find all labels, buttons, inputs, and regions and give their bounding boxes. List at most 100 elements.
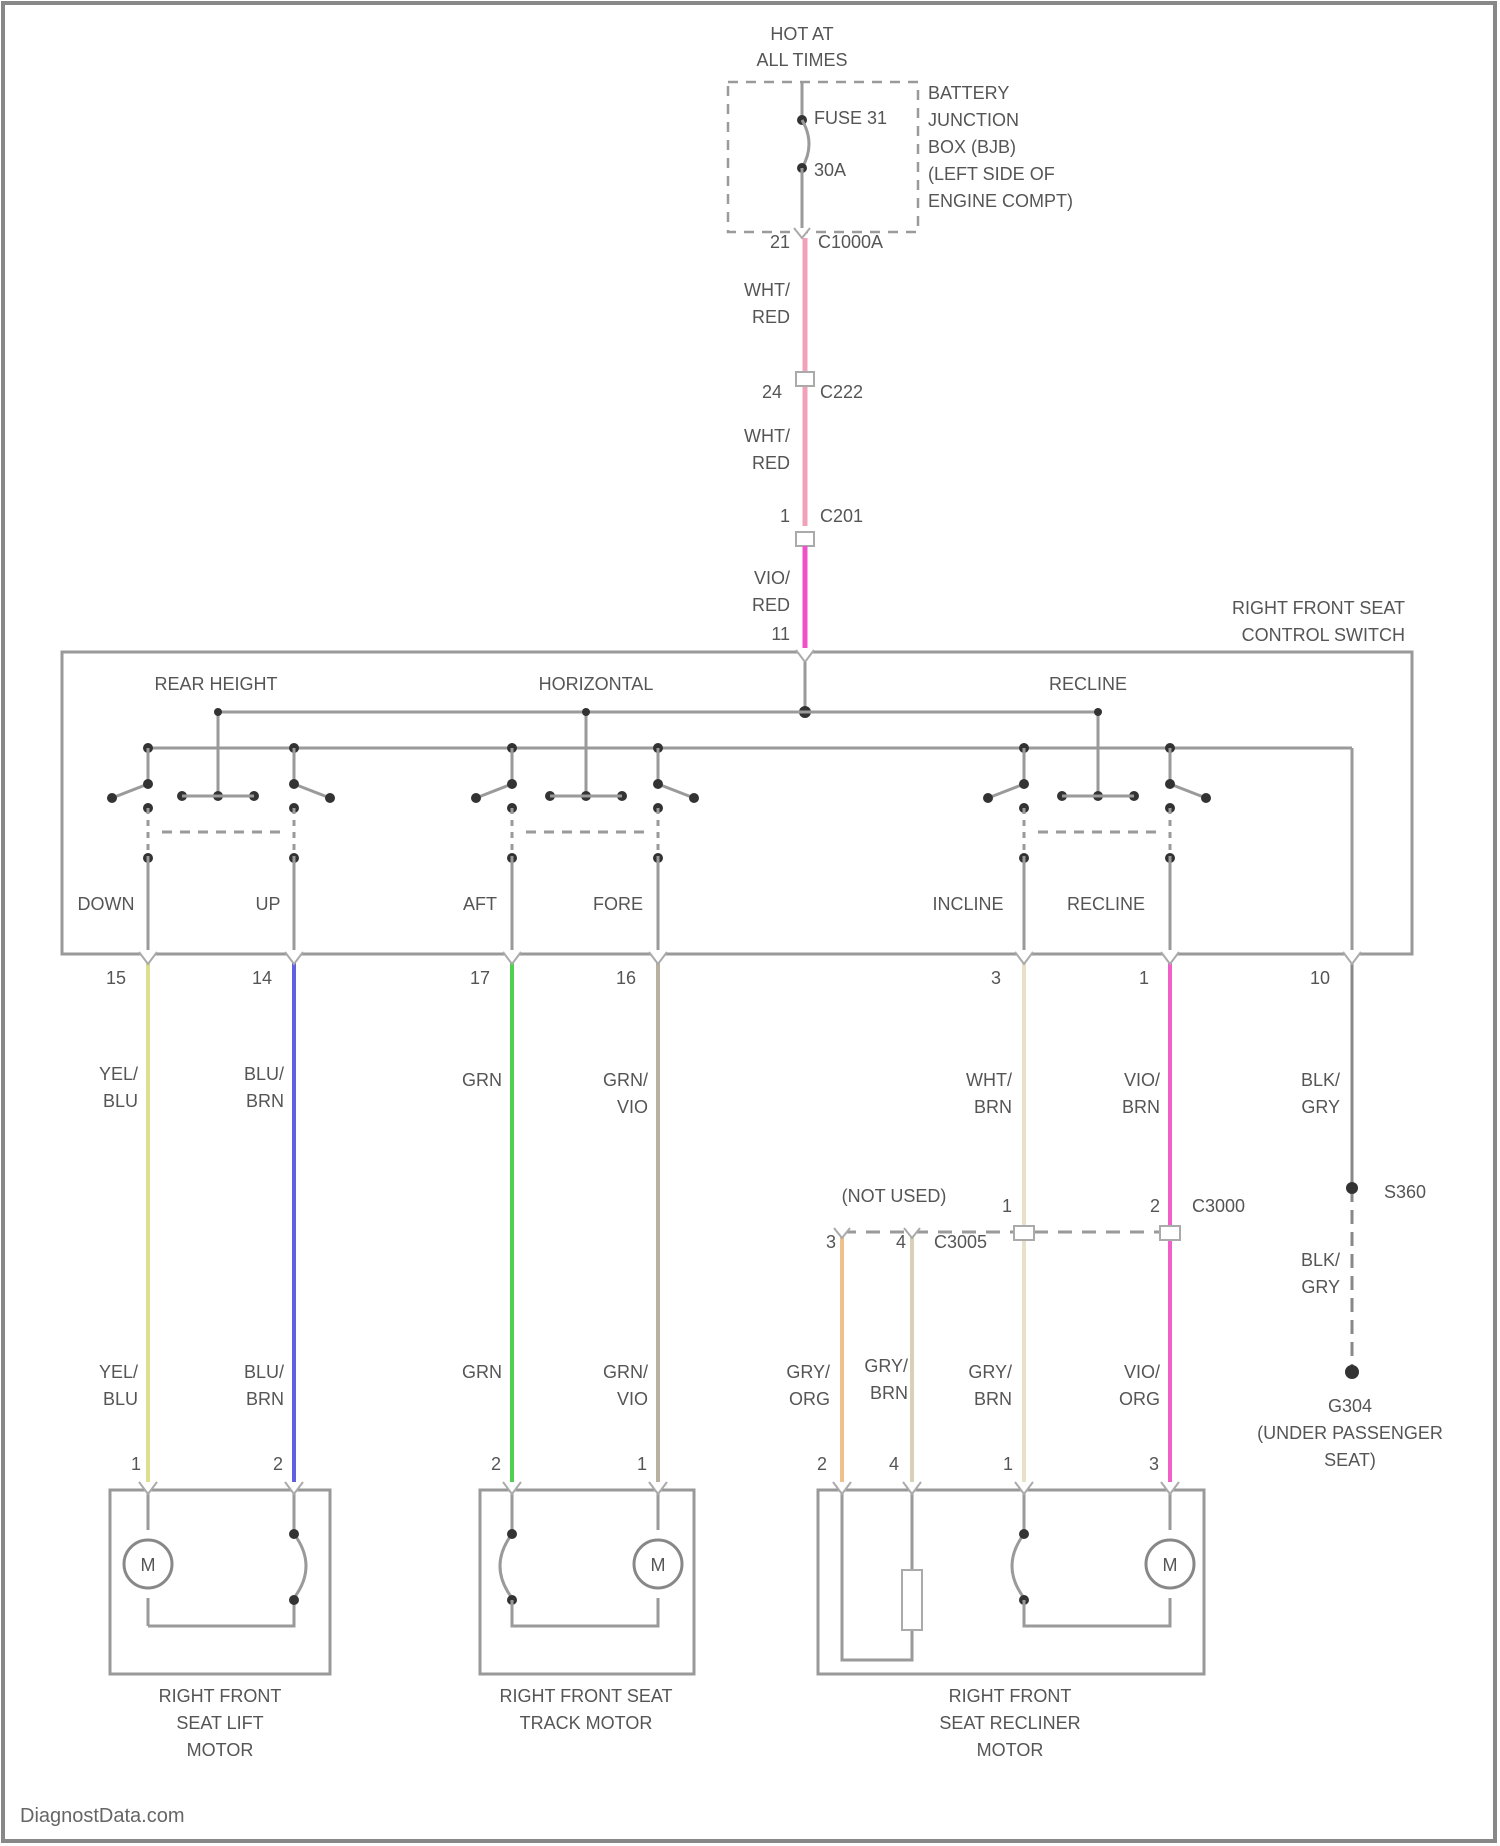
- c3005-pin-3: 3: [826, 1232, 836, 1252]
- wire-label-gry-brn-2b: BRN: [974, 1389, 1012, 1409]
- fuse-symbol: [802, 120, 809, 168]
- c3005-label: C3005: [934, 1232, 987, 1252]
- bjb-label-line4: (LEFT SIDE OF: [928, 164, 1055, 184]
- wire-label-wht-red-2b: RED: [752, 453, 790, 473]
- s360-label: S360: [1384, 1182, 1426, 1202]
- contact-up: UP: [255, 894, 280, 914]
- group-recline: RECLINE: [1049, 674, 1127, 694]
- wire-label-gry-brn-1b: BRN: [870, 1383, 908, 1403]
- rear-height-left-pivot-dot: [143, 779, 153, 789]
- contact-fore: FORE: [593, 894, 643, 914]
- bjb-label-line3: BOX (BJB): [928, 137, 1016, 157]
- track-pin-2: 2: [491, 1454, 501, 1474]
- track-pin-1: 1: [637, 1454, 647, 1474]
- wire-label-gry-brn-1a: GRY/: [864, 1356, 908, 1376]
- recline-right-pivot-dot: [1165, 779, 1175, 789]
- bjb-pin: 21: [770, 232, 790, 252]
- wire-label-vio-brn-a: VIO/: [1124, 1070, 1160, 1090]
- seat-recliner-motor-internals: [842, 1490, 1170, 1660]
- wire-label-grn-vio-b: VIO: [617, 1097, 648, 1117]
- wire-label-grn-vio-2a: GRN/: [603, 1362, 648, 1382]
- rear-height-left-blade: [112, 784, 148, 798]
- bjb-label: BATTERY JUNCTION BOX (BJB) (LEFT SIDE OF…: [928, 83, 1073, 211]
- recliner-position-sensor: [902, 1570, 922, 1630]
- group-rear-height: REAR HEIGHT: [154, 674, 277, 694]
- motor-terminal-7: [1161, 1482, 1179, 1494]
- lift-motor-label-1: RIGHT FRONT: [159, 1686, 282, 1706]
- contact-recline: RECLINE: [1067, 894, 1145, 914]
- fuse-rating: 30A: [814, 160, 846, 180]
- wire-label-vio-org-b: ORG: [1119, 1389, 1160, 1409]
- switch-terminal-4: [1015, 952, 1033, 964]
- wire-label-blk-gry-2b: GRY: [1301, 1277, 1340, 1297]
- bjb-label-line5: ENGINE COMPT): [928, 191, 1073, 211]
- switch-terminal-2: [503, 952, 521, 964]
- lift-motor-symbol: M: [124, 1540, 172, 1588]
- lift-motor-label-2: SEAT LIFT: [176, 1713, 263, 1733]
- lift-pin-1: 1: [131, 1454, 141, 1474]
- wire-label-grn-upper: GRN: [462, 1070, 502, 1090]
- wire-label-yel-blu-2a: YEL/: [99, 1362, 138, 1382]
- track-motor-symbol: M: [634, 1540, 682, 1588]
- contact-down: DOWN: [78, 894, 135, 914]
- wire-label-wht-red-1a: WHT/: [744, 280, 790, 300]
- c3000-terminal-2: [1160, 1226, 1180, 1240]
- not-used-label: (NOT USED): [842, 1186, 947, 1206]
- wire-label-blu-brn-a: BLU/: [244, 1064, 284, 1084]
- wire-label-wht-brn-b: BRN: [974, 1097, 1012, 1117]
- recline-left-pivot-dot: [1019, 779, 1029, 789]
- switch-terminal-1: [285, 952, 303, 964]
- wire-label-grn-lower: GRN: [462, 1362, 502, 1382]
- hot-at-all-times-line1: HOT AT: [770, 24, 833, 44]
- wire-label-blk-gry-2a: BLK/: [1301, 1250, 1340, 1270]
- switch-terminal-0: [139, 952, 157, 964]
- wire-label-blu-brn-b: BRN: [246, 1091, 284, 1111]
- track-motor-m: M: [651, 1555, 666, 1575]
- lift-motor-m: M: [141, 1555, 156, 1575]
- fuse-label: FUSE 31: [814, 108, 887, 128]
- bjb-connector: C1000A: [818, 232, 883, 252]
- recliner-motor-label-2: SEAT RECLINER: [939, 1713, 1080, 1733]
- wire-label-grn-vio-a: GRN/: [603, 1070, 648, 1090]
- c3000-terminal-1: [1014, 1226, 1034, 1240]
- recline-left-blade-dot: [983, 793, 993, 803]
- ground-label-line3: SEAT): [1324, 1450, 1376, 1470]
- wire-label-yel-blu-b: BLU: [103, 1091, 138, 1111]
- contact-incline: INCLINE: [932, 894, 1003, 914]
- horizontal-left-blade: [476, 784, 512, 798]
- recliner-pin-1: 1: [1003, 1454, 1013, 1474]
- horizontal-bus-dot: [582, 708, 590, 716]
- switch-input-terminal: [796, 650, 814, 662]
- c3000-label: C3000: [1192, 1196, 1245, 1216]
- recliner-pin-2: 2: [817, 1454, 827, 1474]
- switch-terminal-6: [1343, 952, 1361, 964]
- hot-at-all-times-line2: ALL TIMES: [756, 50, 847, 70]
- wire-label-vio-red-b: RED: [752, 595, 790, 615]
- rear-height-right-blade-dot: [325, 793, 335, 803]
- wire-label-yel-blu-2b: BLU: [103, 1389, 138, 1409]
- recliner-motor-m: M: [1163, 1555, 1178, 1575]
- horizontal-left-pivot-dot: [507, 779, 517, 789]
- rear-height-right-blade: [294, 784, 330, 798]
- contact-aft: AFT: [463, 894, 497, 914]
- switch-pin-15: 15: [106, 968, 126, 988]
- motor-terminal-0: [139, 1482, 157, 1494]
- motor-terminal-3: [649, 1482, 667, 1494]
- c222-pin: 24: [762, 382, 782, 402]
- seat-recliner-motor-box: [818, 1490, 1204, 1674]
- motor-terminal-4: [833, 1482, 851, 1494]
- recline-left-blade: [988, 784, 1024, 798]
- c201-pin: 1: [780, 506, 790, 526]
- switch-terminal-5: [1161, 952, 1179, 964]
- wire-label-blu-brn-2a: BLU/: [244, 1362, 284, 1382]
- wire-label-gry-org-b: ORG: [789, 1389, 830, 1409]
- horizontal-right-pivot-dot: [653, 779, 663, 789]
- motor-terminal-1: [285, 1482, 303, 1494]
- c201-label: C201: [820, 506, 863, 526]
- wire-label-gry-org-a: GRY/: [786, 1362, 830, 1382]
- ground-label-line2: (UNDER PASSENGER: [1257, 1423, 1443, 1443]
- ground-dot: [1345, 1365, 1359, 1379]
- wire-label-vio-brn-b: BRN: [1122, 1097, 1160, 1117]
- switch-pin-14: 14: [252, 968, 272, 988]
- group-horizontal: HORIZONTAL: [539, 674, 654, 694]
